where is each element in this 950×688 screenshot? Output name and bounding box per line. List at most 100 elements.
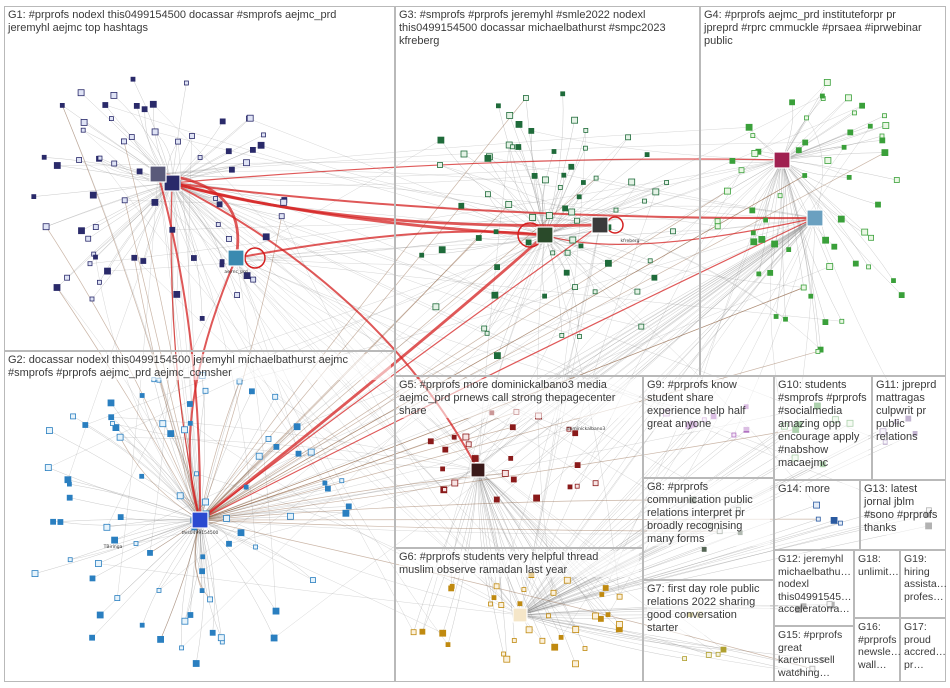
edge <box>781 159 843 322</box>
node <box>31 194 37 200</box>
node <box>104 267 111 275</box>
edge <box>477 469 602 620</box>
node <box>437 162 443 168</box>
node <box>628 178 636 186</box>
edge <box>190 519 201 616</box>
node <box>616 621 623 628</box>
edge <box>775 159 784 317</box>
edge <box>519 429 747 616</box>
edge <box>106 257 237 528</box>
node <box>131 254 138 261</box>
node <box>139 393 145 398</box>
node <box>576 194 582 200</box>
group-panel-g1: G1: #prprofs nodexl this0499154500 docas… <box>4 6 395 351</box>
edge <box>70 519 201 560</box>
node <box>179 645 185 651</box>
node <box>64 274 70 281</box>
edge <box>605 159 783 589</box>
node <box>731 432 737 438</box>
node <box>249 146 256 153</box>
group-label-g15: G15: #prprofs great karenrussell watchin… <box>778 629 850 679</box>
edge <box>781 159 869 268</box>
edge <box>498 105 546 236</box>
edge <box>133 257 201 521</box>
node <box>427 438 434 445</box>
node <box>583 145 588 151</box>
node <box>194 471 199 477</box>
node <box>257 141 265 149</box>
node <box>750 238 758 246</box>
node <box>202 498 210 506</box>
group-label-g14: G14: more <box>778 483 856 496</box>
node <box>89 191 97 199</box>
edge <box>171 182 211 600</box>
node <box>181 617 189 625</box>
edge <box>519 549 705 616</box>
edge <box>519 522 841 616</box>
edge <box>519 614 800 673</box>
hub-node <box>163 174 181 192</box>
edge <box>219 204 479 471</box>
node <box>750 230 756 236</box>
node <box>866 264 871 270</box>
node <box>802 139 809 146</box>
edge <box>781 125 871 161</box>
edge <box>442 217 816 470</box>
group-panel-g9: G9: #prprofs know student share experien… <box>643 376 774 478</box>
hub-node <box>773 151 791 169</box>
edge <box>199 519 277 612</box>
edge <box>171 118 251 184</box>
edge <box>171 134 264 184</box>
edge <box>781 159 821 350</box>
edge <box>519 416 714 616</box>
edge <box>153 379 201 521</box>
edge <box>519 126 871 616</box>
node <box>117 514 124 520</box>
edge <box>199 506 349 521</box>
node <box>225 235 232 242</box>
node <box>592 480 599 487</box>
node <box>209 629 216 636</box>
node <box>243 159 250 167</box>
edge <box>135 469 479 544</box>
node <box>215 222 221 227</box>
node <box>223 515 231 522</box>
node <box>272 393 279 400</box>
node <box>521 587 527 592</box>
hub-node <box>149 165 167 183</box>
node <box>822 319 829 326</box>
node <box>280 198 288 206</box>
node <box>133 541 139 546</box>
node <box>501 469 509 477</box>
node <box>493 229 499 235</box>
edge <box>781 152 885 161</box>
node <box>136 168 143 175</box>
node <box>419 628 426 635</box>
edge <box>49 430 201 521</box>
edge <box>171 182 238 296</box>
edge <box>171 182 223 266</box>
node <box>183 80 189 86</box>
node <box>445 642 451 647</box>
edge <box>477 469 502 606</box>
node <box>70 413 76 420</box>
edge <box>599 224 821 350</box>
node <box>87 261 93 267</box>
edge <box>544 234 655 278</box>
node <box>560 91 566 97</box>
node <box>783 316 788 322</box>
node <box>510 476 517 483</box>
edge <box>99 157 159 175</box>
node <box>634 288 641 295</box>
edge <box>171 175 535 187</box>
edge <box>100 519 201 616</box>
group-panel-g10: G10: students #smprofs #prprofs #socialm… <box>774 376 872 480</box>
edge <box>519 434 735 616</box>
edge <box>199 488 328 521</box>
edge <box>544 182 667 236</box>
edge <box>599 224 786 320</box>
node <box>199 568 206 575</box>
edge <box>519 614 724 650</box>
edge <box>158 224 601 591</box>
edge <box>171 158 783 184</box>
